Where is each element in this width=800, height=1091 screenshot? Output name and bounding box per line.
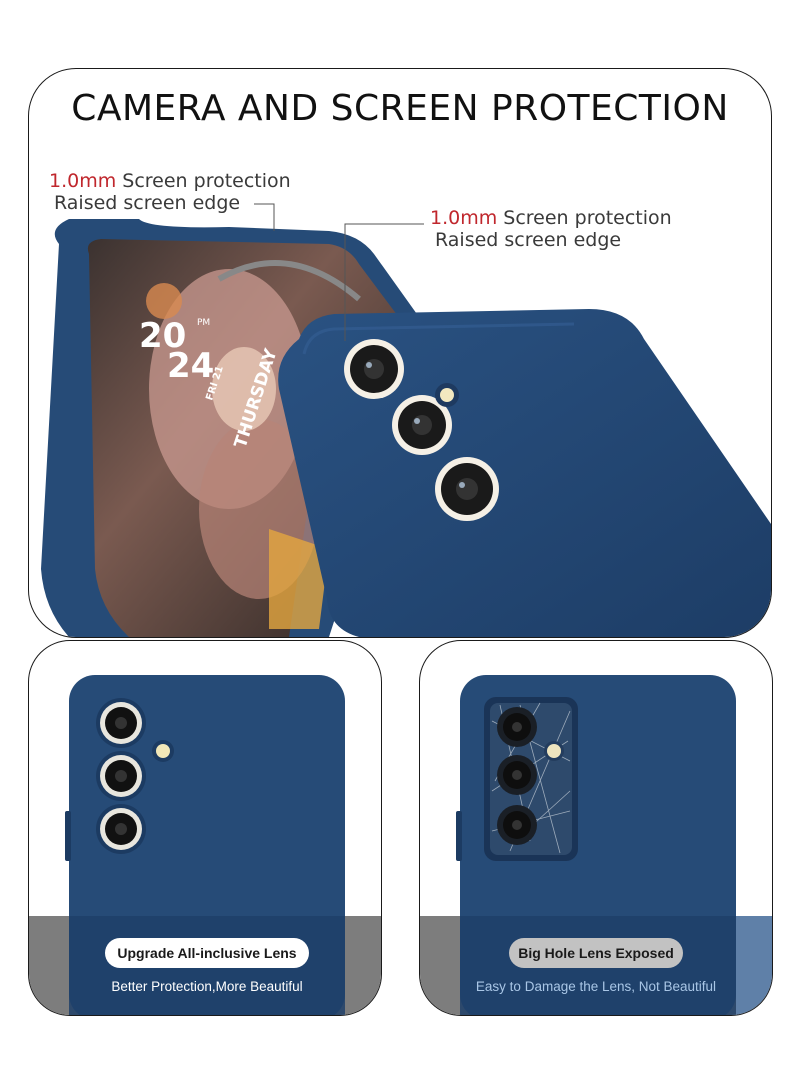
caption-easy-to-damage: Easy to Damage the Lens, Not Beautiful <box>475 979 717 994</box>
annotation-left: 1.0mm Screen protection Raised screen ed… <box>49 170 291 214</box>
leader-line-right <box>344 223 424 341</box>
panel-right-blue-band <box>736 916 772 1015</box>
annotation-right-text: Screen protection <box>497 207 672 229</box>
leader-line-left <box>254 203 275 231</box>
annotation-right-line2: Raised screen edge <box>435 229 622 251</box>
lockscreen-year-bottom: 24 <box>167 346 214 386</box>
back-case <box>278 309 771 637</box>
panel-left-frame: Upgrade All-inclusive Lens Better Protec… <box>28 640 382 1016</box>
top-phone-illustration: 20 PM 24 THURSDAY FRI 21 <box>41 203 771 637</box>
badge-upgrade-lens: Upgrade All-inclusive Lens <box>105 938 309 968</box>
annotation-left-text: Screen protection <box>116 170 291 192</box>
annotation-left-line1: 1.0mm Screen protection <box>49 170 291 192</box>
panel-right-frame: Big Hole Lens Exposed Easy to Damage the… <box>419 640 773 1016</box>
annotation-left-highlight: 1.0mm <box>49 170 117 192</box>
annotation-right-line1: 1.0mm Screen protection <box>430 207 672 229</box>
caption-better-protection: Better Protection,More Beautiful <box>111 979 303 994</box>
back-camera-lenses <box>344 339 499 521</box>
annotation-left-line2: Raised screen edge <box>54 192 241 214</box>
page-title: CAMERA AND SCREEN PROTECTION <box>71 88 729 129</box>
panel-right-phone <box>456 675 736 1015</box>
annotation-right-highlight: 1.0mm <box>430 207 498 229</box>
top-panel-frame: 20 PM 24 THURSDAY FRI 21 <box>28 68 772 638</box>
badge-big-hole-lens: Big Hole Lens Exposed <box>509 938 683 968</box>
lockscreen-pm: PM <box>197 318 210 328</box>
lockscreen-year-top-2: 20 <box>139 316 186 356</box>
annotation-right: 1.0mm Screen protection Raised screen ed… <box>430 207 672 251</box>
